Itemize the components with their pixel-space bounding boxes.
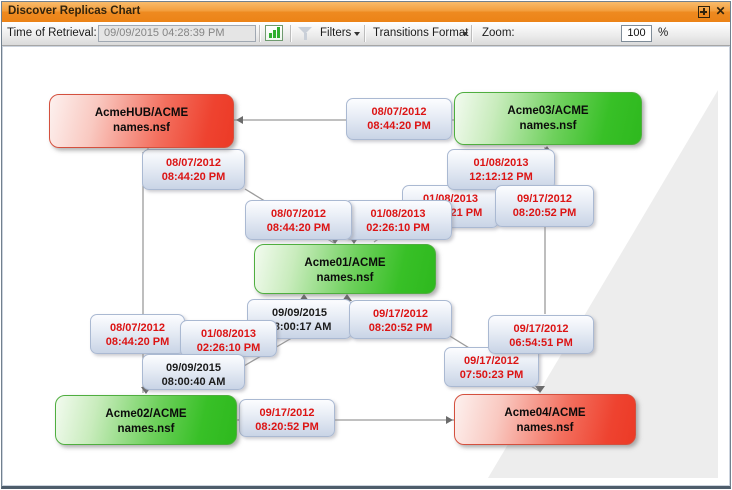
chevron-down-icon	[462, 32, 468, 36]
filters-button[interactable]: Filters	[320, 27, 352, 39]
bar	[273, 30, 276, 38]
separator	[471, 25, 473, 42]
zoom-label: Zoom:	[482, 27, 515, 39]
title-bar: Discover Replicas Chart ✕	[2, 2, 730, 23]
window-title: Discover Replicas Chart	[8, 5, 141, 17]
time-of-retrieval-label: Time of Retrieval:	[7, 27, 97, 39]
filter-funnel-icon	[298, 27, 312, 40]
zoom-value-input[interactable]: 100	[621, 25, 652, 42]
toolbar: Time of Retrieval: 09/09/2015 04:28:39 P…	[2, 22, 730, 63]
bar	[269, 33, 272, 38]
close-icon[interactable]: ✕	[715, 4, 726, 18]
chevron-down-icon	[354, 32, 360, 36]
maximize-glyph	[698, 6, 710, 18]
time-of-retrieval-field: 09/09/2015 04:28:39 PM	[98, 25, 256, 42]
bar-chart-icon[interactable]	[265, 25, 283, 41]
separator	[364, 25, 366, 42]
transitions-format-button[interactable]: Transitions Format	[373, 27, 469, 39]
percent-label: %	[658, 27, 669, 39]
bar	[277, 27, 280, 38]
separator	[290, 25, 292, 42]
separator	[259, 25, 261, 42]
maximize-icon[interactable]	[696, 4, 711, 19]
